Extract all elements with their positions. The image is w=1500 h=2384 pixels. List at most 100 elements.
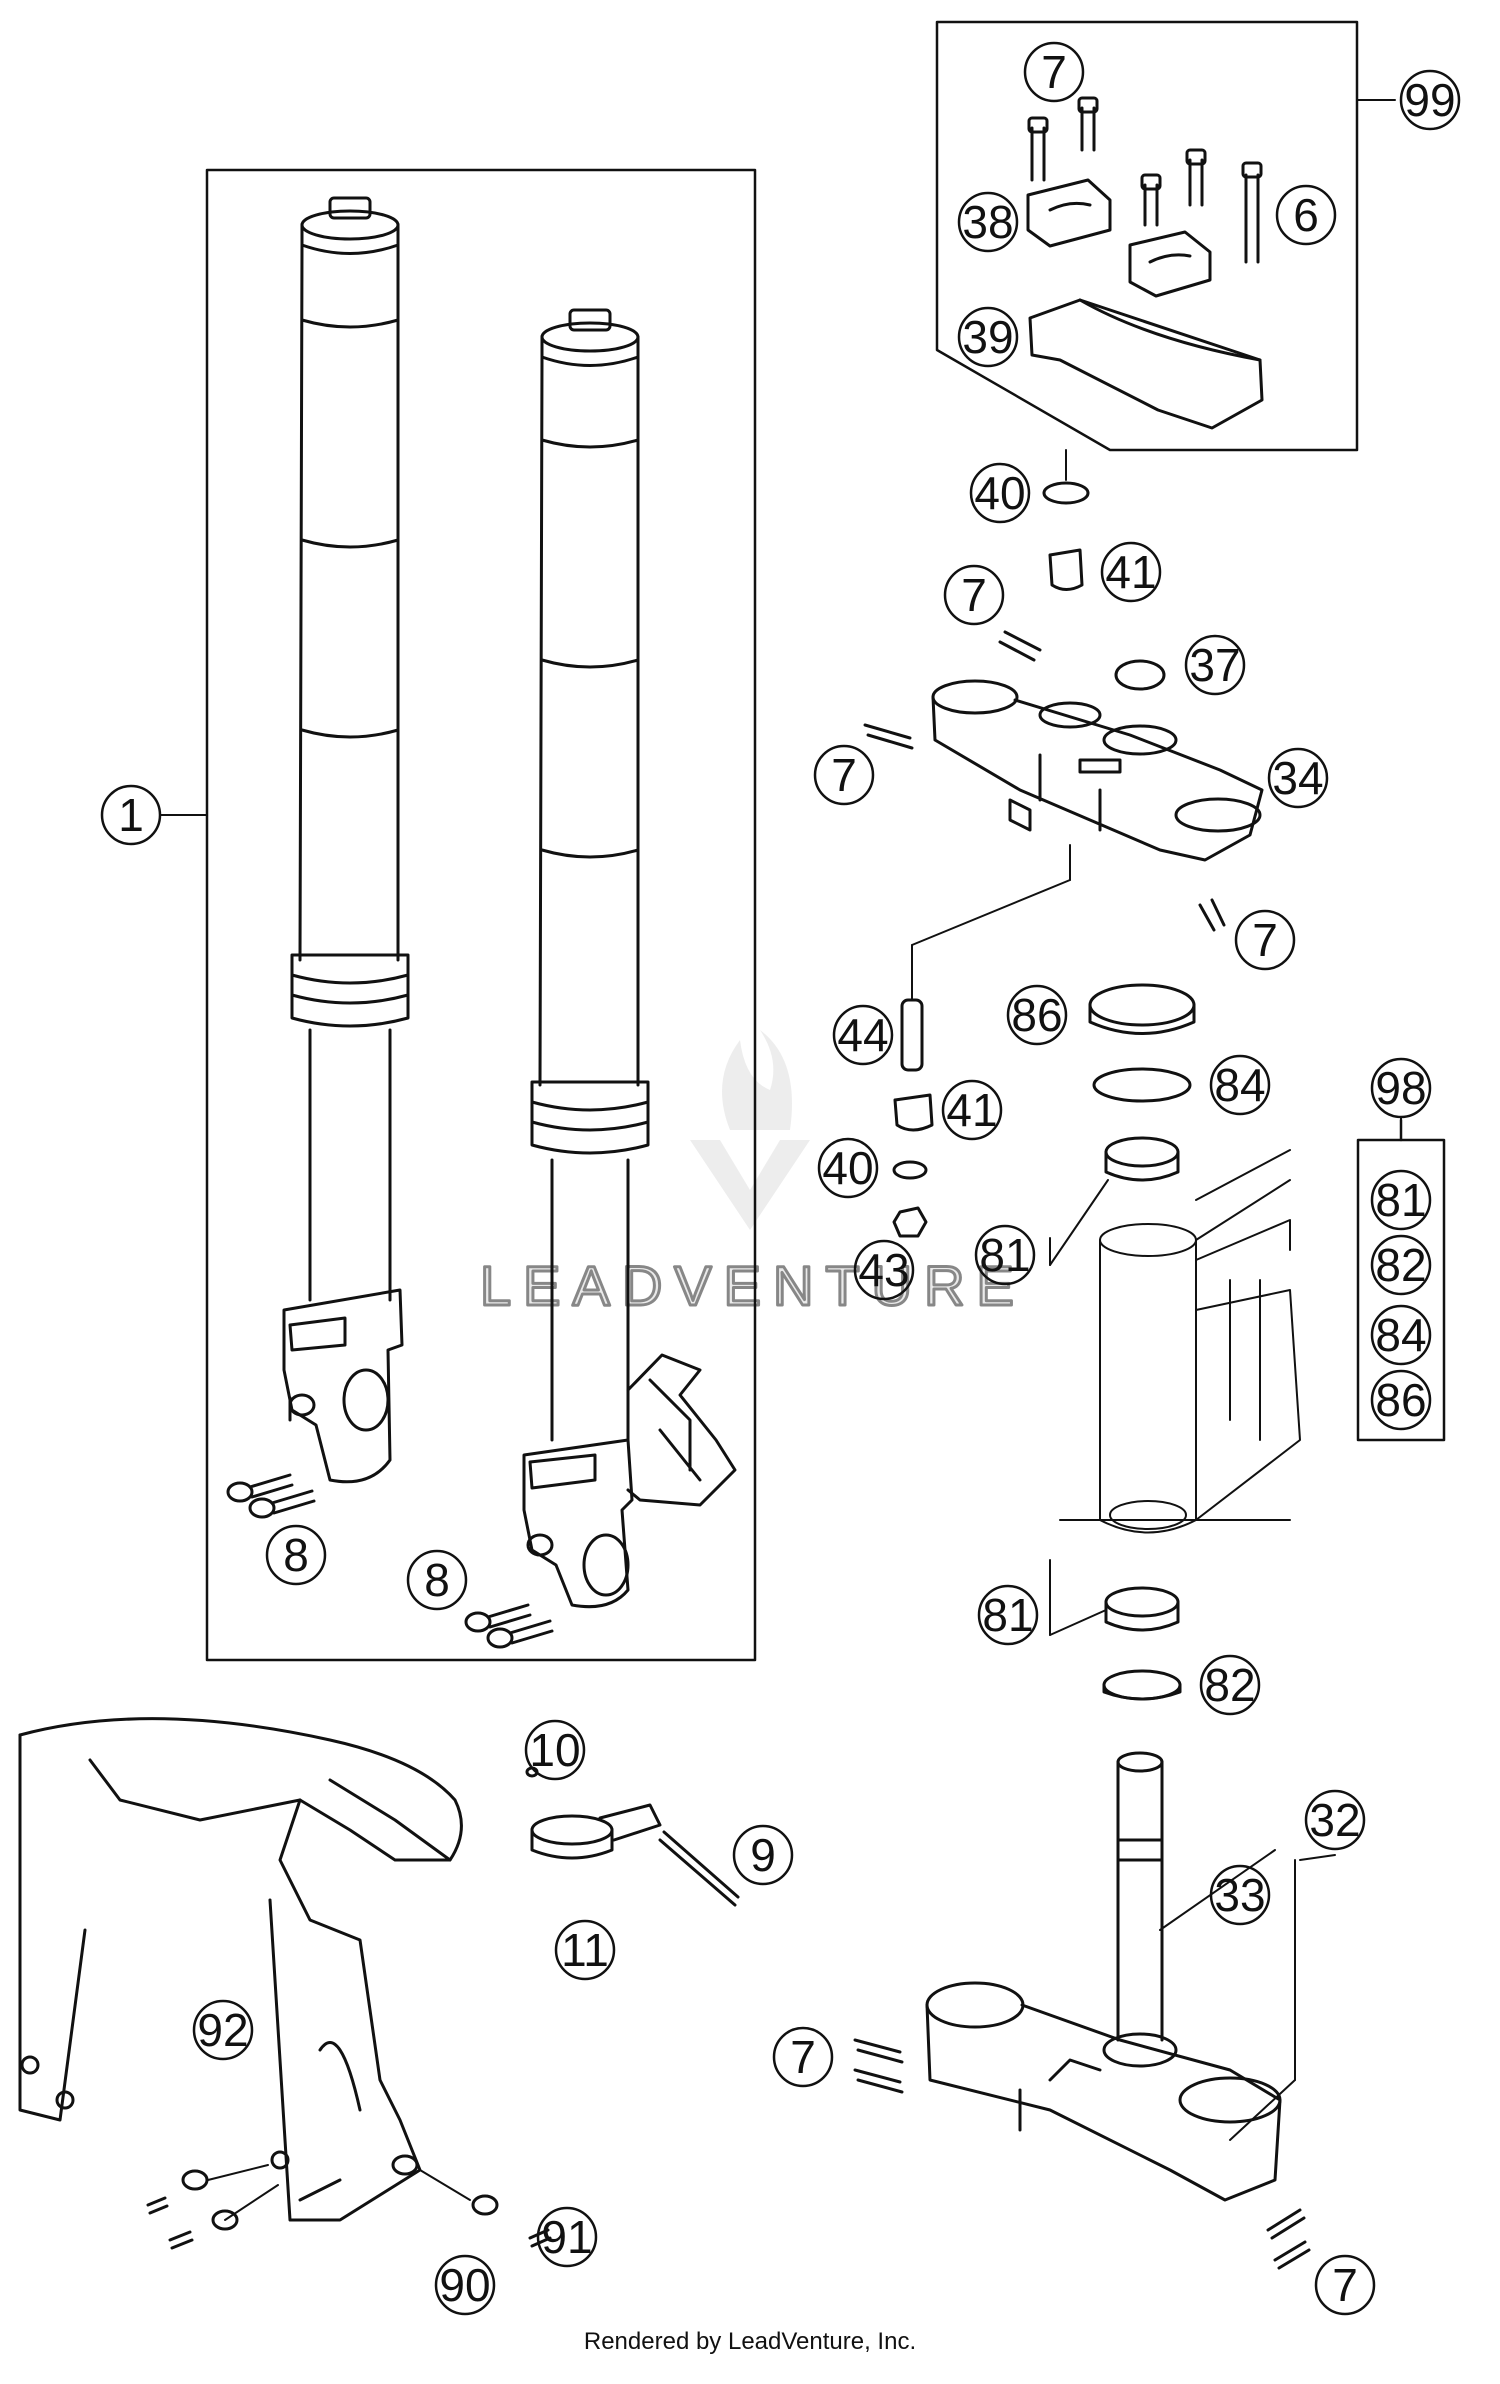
callout-10 [524,1719,586,1781]
callout-8-right-label: 8 [424,1554,450,1606]
callout-33 [1209,1864,1271,1926]
callout-32 [1304,1789,1366,1851]
bearing-81-upper [1104,1136,1180,1168]
callout-9-label: 9 [750,1829,776,1881]
callout-39-label: 39 [962,311,1013,363]
callout-99 [1399,69,1461,131]
callout-10-label: 10 [529,1724,580,1776]
callout-44 [832,1004,894,1066]
callout-98 [1370,1057,1432,1119]
callout-43-label: 43 [858,1244,909,1296]
callout-37-label: 37 [1189,639,1240,691]
bolt-lower-clamp-a [853,2038,904,2064]
bolt-upper-clamp-left [863,723,914,750]
axle-clamp-bolts-right [464,1603,554,1649]
bearing-81-lower [1104,1586,1180,1618]
callout-7-e-label: 7 [1332,2259,1358,2311]
callout-91 [536,2206,598,2268]
handlebar-clamp-parts [1026,96,1264,430]
callout-91-label: 91 [541,2211,592,2263]
callout-7-b [813,744,875,806]
callout-82-label: 82 [1204,1659,1255,1711]
callout-81-upper-label: 81 [979,1229,1030,1281]
axle-clamp-bolts-left [226,1473,316,1519]
callout-84-kit [1370,1304,1432,1366]
bushing-upper [1048,548,1084,591]
callout-40-lower [817,1137,879,1199]
lower-triple-clamp [925,1751,1282,2202]
callout-6 [1275,184,1337,246]
callout-7-c-label: 7 [1252,914,1278,966]
callout-92-label: 92 [197,2004,248,2056]
callout-7-d [772,2026,834,2088]
callout-9 [732,1824,794,1886]
callout-38-label: 38 [962,196,1013,248]
callout-8-left [265,1524,327,1586]
washer-40-lower [892,1160,928,1180]
callout-41-upper-label: 41 [1105,546,1156,598]
callout-86 [1006,984,1068,1046]
callout-86-label: 86 [1011,989,1062,1041]
callout-34 [1267,747,1329,809]
seal-ring-84 [1092,1067,1192,1103]
fender-screws [146,2154,552,2250]
callout-84 [1209,1054,1271,1116]
callout-6-label: 6 [1293,189,1319,241]
callout-40-upper-label: 40 [974,467,1025,519]
right-fork-leg [522,308,737,1609]
watermark-text: LEADVENTURE [480,1254,1026,1317]
dust-seal-86 [1088,983,1196,1027]
callout-40-upper [969,462,1031,524]
callout-7-e [1314,2254,1376,2316]
callout-7-top-label: 7 [1041,46,1067,98]
callout-41-lower-label: 41 [946,1084,997,1136]
callout-44-label: 44 [837,1009,888,1061]
callouts [100,41,1461,2316]
callout-7-c [1234,909,1296,971]
callout-81-upper [974,1224,1036,1286]
front-fender [18,1717,463,2222]
callout-7-a-label: 7 [961,569,987,621]
callout-90 [434,2254,496,2316]
left-fork-leg [282,196,410,1484]
callout-1-label: 1 [118,789,144,841]
callout-7-b-label: 7 [831,749,857,801]
callout-86-kit-label: 86 [1375,1374,1426,1426]
callout-33-label: 33 [1214,1869,1265,1921]
pin-44 [900,998,924,1072]
callout-81-lower [977,1584,1039,1646]
callout-90-label: 90 [439,2259,490,2311]
cap-37 [1114,659,1166,691]
bolt-lower-clamp-c [1266,2208,1306,2240]
callout-81-kit [1370,1169,1432,1231]
callout-92 [192,1999,254,2061]
callout-86-kit [1370,1369,1432,1431]
callout-82-kit-label: 82 [1375,1239,1426,1291]
callout-39 [957,306,1019,368]
callout-7-a [943,564,1005,626]
callout-41-lower [941,1079,1003,1141]
callout-11 [554,1919,616,1981]
bolt-lower-clamp-b [853,2068,904,2094]
callout-40-lower-label: 40 [822,1142,873,1194]
callout-34-label: 34 [1272,752,1323,804]
callout-99-label: 99 [1404,74,1455,126]
callout-98-label: 98 [1375,1062,1426,1114]
bolt-upper-clamp-right [1198,898,1226,932]
callout-32-label: 32 [1309,1794,1360,1846]
callout-82-kit [1370,1234,1432,1296]
callout-81-kit-label: 81 [1375,1174,1426,1226]
callout-41-upper [1100,541,1162,603]
callout-8-right [406,1549,468,1611]
callout-7-top [1023,41,1085,103]
fork-set-frame [205,168,757,1662]
washer-upper [1042,481,1090,505]
callout-84-label: 84 [1214,1059,1265,1111]
brake-line-clip [525,1766,740,1907]
callout-37 [1184,634,1246,696]
bolt-lower-clamp-d [1273,2240,1311,2270]
bolt-upper-clamp-top [998,630,1042,662]
callout-11-label: 11 [561,1924,609,1976]
callout-38 [957,191,1019,253]
